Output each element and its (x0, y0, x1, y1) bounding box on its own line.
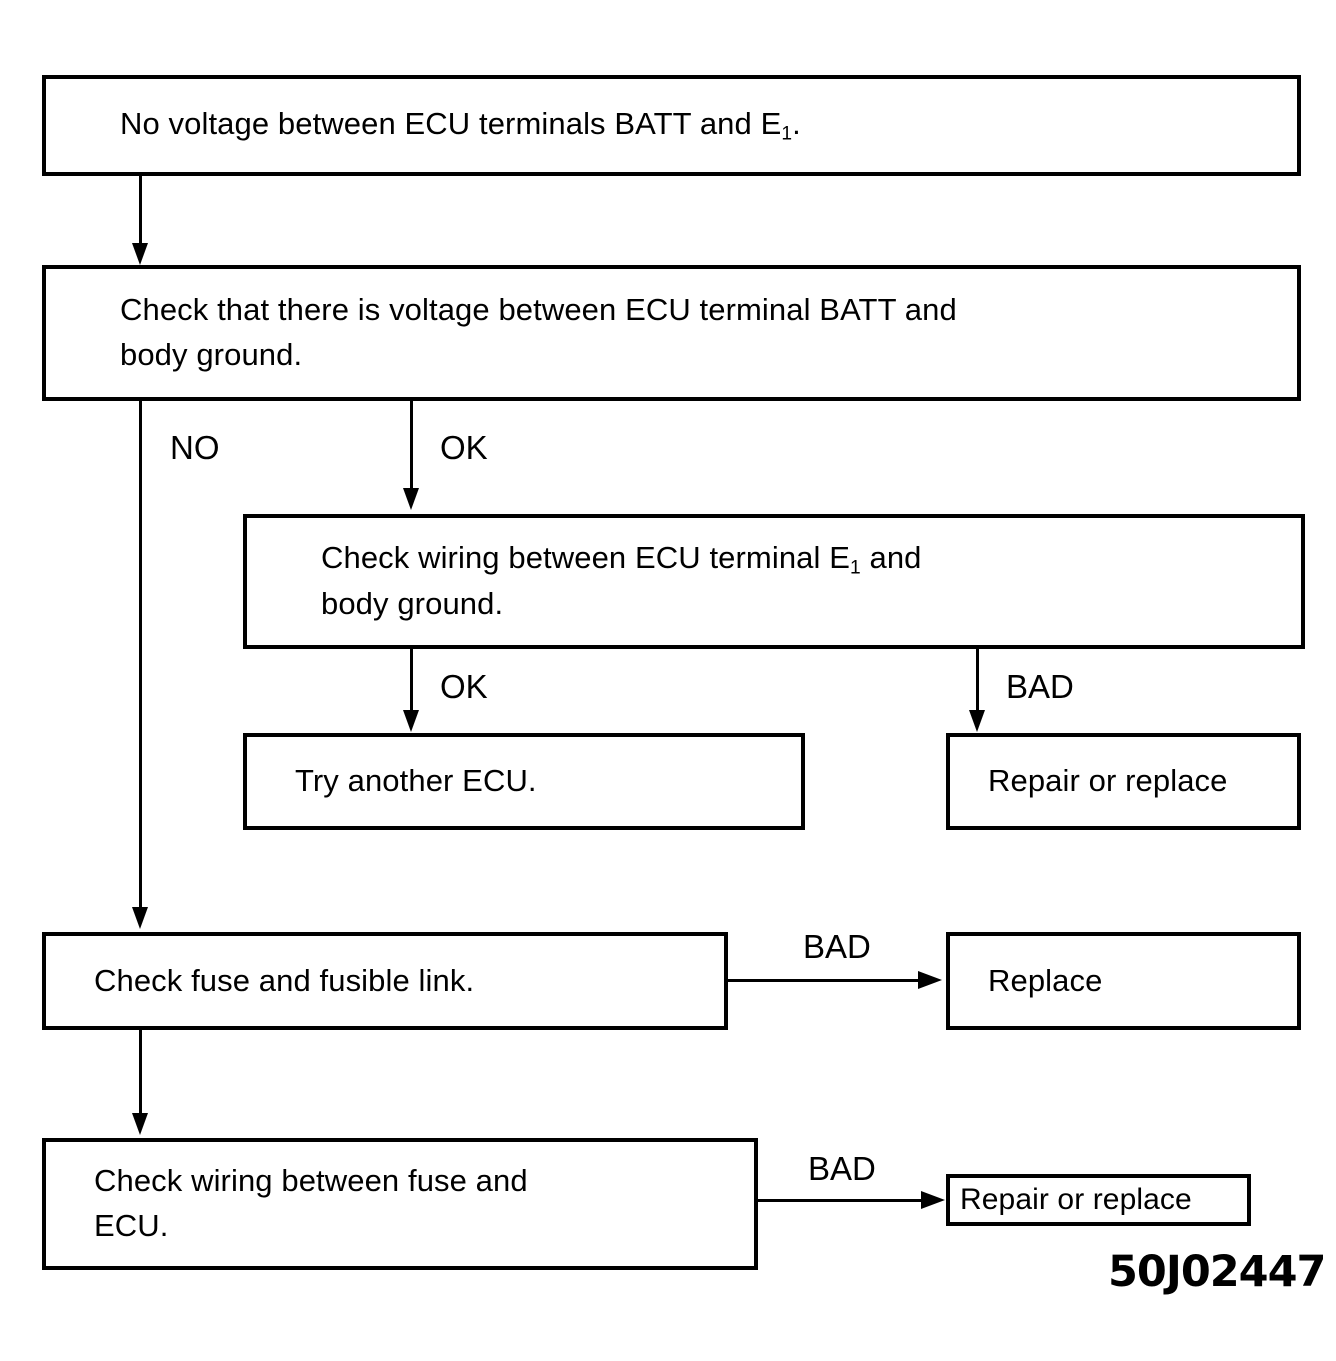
node-no-voltage: No voltage between ECU terminals BATT an… (42, 75, 1301, 176)
arrowhead-no-branch (132, 907, 148, 929)
node-check-e1-label: Check wiring between ECU terminal E1 and… (321, 539, 922, 622)
node-check-batt: Check that there is voltage between ECU … (42, 265, 1301, 401)
arrowhead-to-check-wiring-fuse (132, 1113, 148, 1135)
edge-label-bad-wiring: BAD (808, 1150, 876, 1187)
arrowhead-bad-branch-to-repair-1 (969, 710, 985, 732)
node-check-wiring-fuse: Check wiring between fuse and ECU. (42, 1138, 758, 1270)
node-try-ecu: Try another ECU. (243, 733, 805, 830)
arrowhead-ok-branch-to-try-ecu (403, 710, 419, 732)
node-check-e1: Check wiring between ECU terminal E1 and… (243, 514, 1305, 649)
edge-label-ok-batt: OK (440, 429, 488, 466)
node-repair-or-replace-2: Repair or replace (946, 1174, 1251, 1226)
connector-ok-branch-to-check-e1 (410, 401, 413, 490)
node-check-fuse-label: Check fuse and fusible link. (94, 962, 475, 998)
subscript-1: 1 (850, 557, 861, 579)
node-repair-or-replace-2-label: Repair or replace (960, 1183, 1192, 1217)
node-check-wiring-fuse-label: Check wiring between fuse and ECU. (94, 1163, 528, 1243)
node-replace-label: Replace (988, 962, 1103, 998)
connector-ok-branch-to-try-ecu (410, 649, 413, 712)
node-repair-or-replace-1-label: Repair or replace (988, 763, 1228, 799)
connector-no-voltage-to-check-batt (139, 176, 142, 246)
connector-check-fuse-to-check-wiring-fuse (139, 1030, 142, 1115)
connector-fuse-bad-to-replace (728, 979, 918, 982)
figure-id: 50J02447 (1108, 1247, 1326, 1297)
arrowhead-wiring-bad-to-repair-2 (921, 1191, 945, 1209)
edge-label-bad-e1: BAD (1006, 668, 1074, 705)
connector-no-branch (139, 401, 142, 909)
arrowhead-ok-branch-to-check-e1 (403, 488, 419, 510)
edge-label-ok-e1: OK (440, 668, 488, 705)
connector-wiring-bad-to-repair-2 (758, 1199, 921, 1202)
node-no-voltage-label: No voltage between ECU terminals BATT an… (120, 106, 801, 145)
edge-label-bad-fuse: BAD (803, 928, 871, 965)
edge-label-no: NO (170, 429, 220, 466)
arrowhead-to-check-batt (132, 243, 148, 265)
node-replace: Replace (946, 932, 1301, 1030)
node-try-ecu-label: Try another ECU. (295, 763, 537, 799)
node-check-fuse: Check fuse and fusible link. (42, 932, 728, 1030)
connector-bad-branch-to-repair-1 (976, 649, 979, 712)
subscript-1: 1 (781, 123, 793, 145)
node-check-batt-label: Check that there is voltage between ECU … (120, 292, 957, 372)
arrowhead-fuse-bad-to-replace (918, 971, 942, 989)
node-repair-or-replace-1: Repair or replace (946, 733, 1301, 830)
